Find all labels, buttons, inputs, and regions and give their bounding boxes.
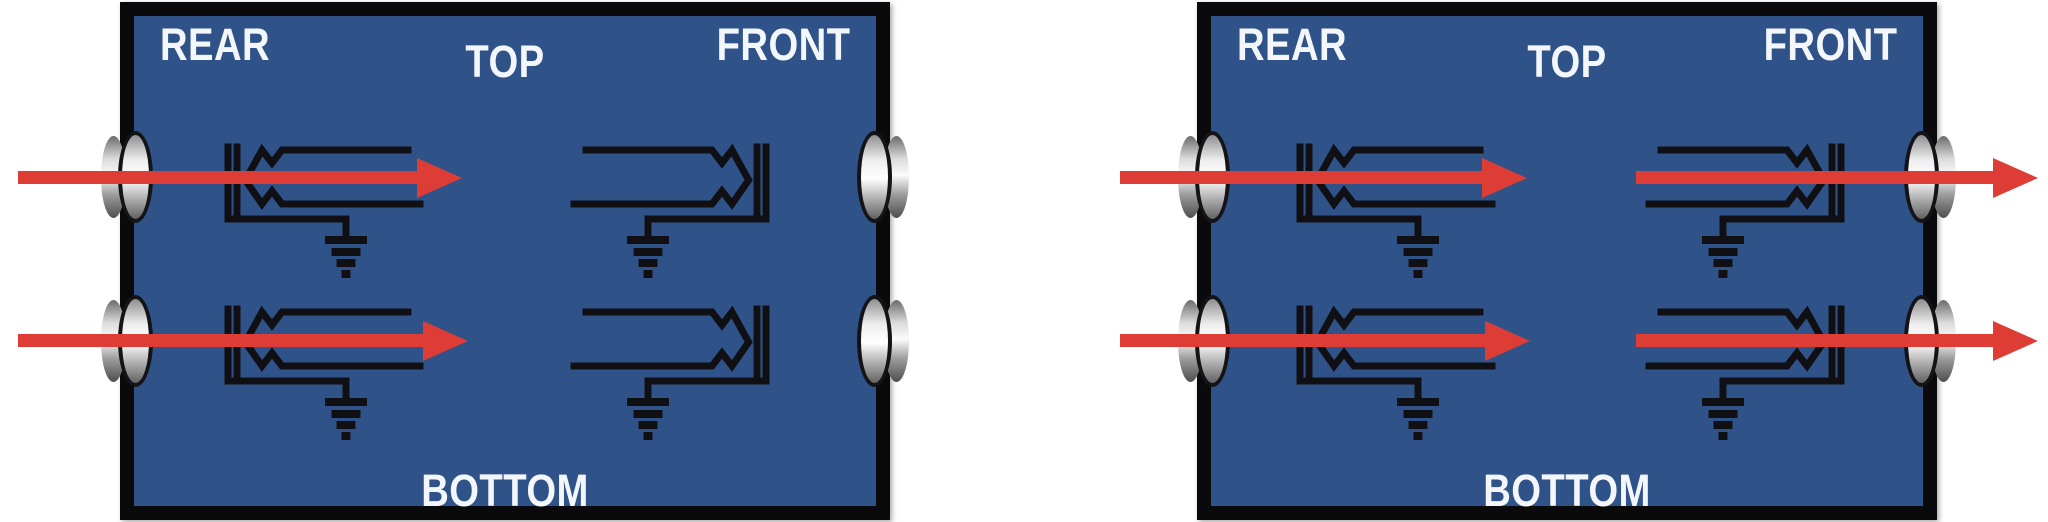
top-label: TOP xyxy=(465,36,545,87)
jack-connector-icon xyxy=(857,295,909,387)
front-label: FRONT xyxy=(716,19,850,70)
bottom-label: BOTTOM xyxy=(421,465,589,516)
signal-arrow-front-out xyxy=(1636,171,1993,184)
rear-label: REAR xyxy=(1237,19,1348,70)
front-label: FRONT xyxy=(1763,19,1897,70)
rear-jack-schematic-icon xyxy=(222,143,432,293)
front-jack-schematic-icon xyxy=(1637,143,1847,293)
front-jack-schematic-icon xyxy=(1637,305,1847,455)
rear-jack-schematic-icon xyxy=(1294,305,1504,455)
rear-jack-schematic-icon xyxy=(1294,143,1504,293)
front-jack-schematic-icon xyxy=(562,305,772,455)
top-label: TOP xyxy=(1527,36,1607,87)
front-jack-schematic-icon xyxy=(562,143,772,293)
rear-jack-schematic-icon xyxy=(222,305,432,455)
bottom-label: BOTTOM xyxy=(1483,465,1651,516)
nut-face xyxy=(857,131,892,223)
signal-arrow-rear-in xyxy=(18,334,423,347)
module-panel-left: REAR TOP FRONT BOTTOM xyxy=(120,2,890,520)
signal-arrow-front-out xyxy=(1636,334,1993,347)
rear-label: REAR xyxy=(160,19,271,70)
module-panel-right: REAR TOP FRONT BOTTOM xyxy=(1197,2,1937,520)
signal-arrow-rear-in xyxy=(1120,334,1485,347)
nut-face xyxy=(857,295,892,387)
signal-arrow-rear-in xyxy=(1120,171,1482,184)
signal-arrow-rear-in xyxy=(18,171,417,184)
jack-connector-icon xyxy=(857,131,909,223)
